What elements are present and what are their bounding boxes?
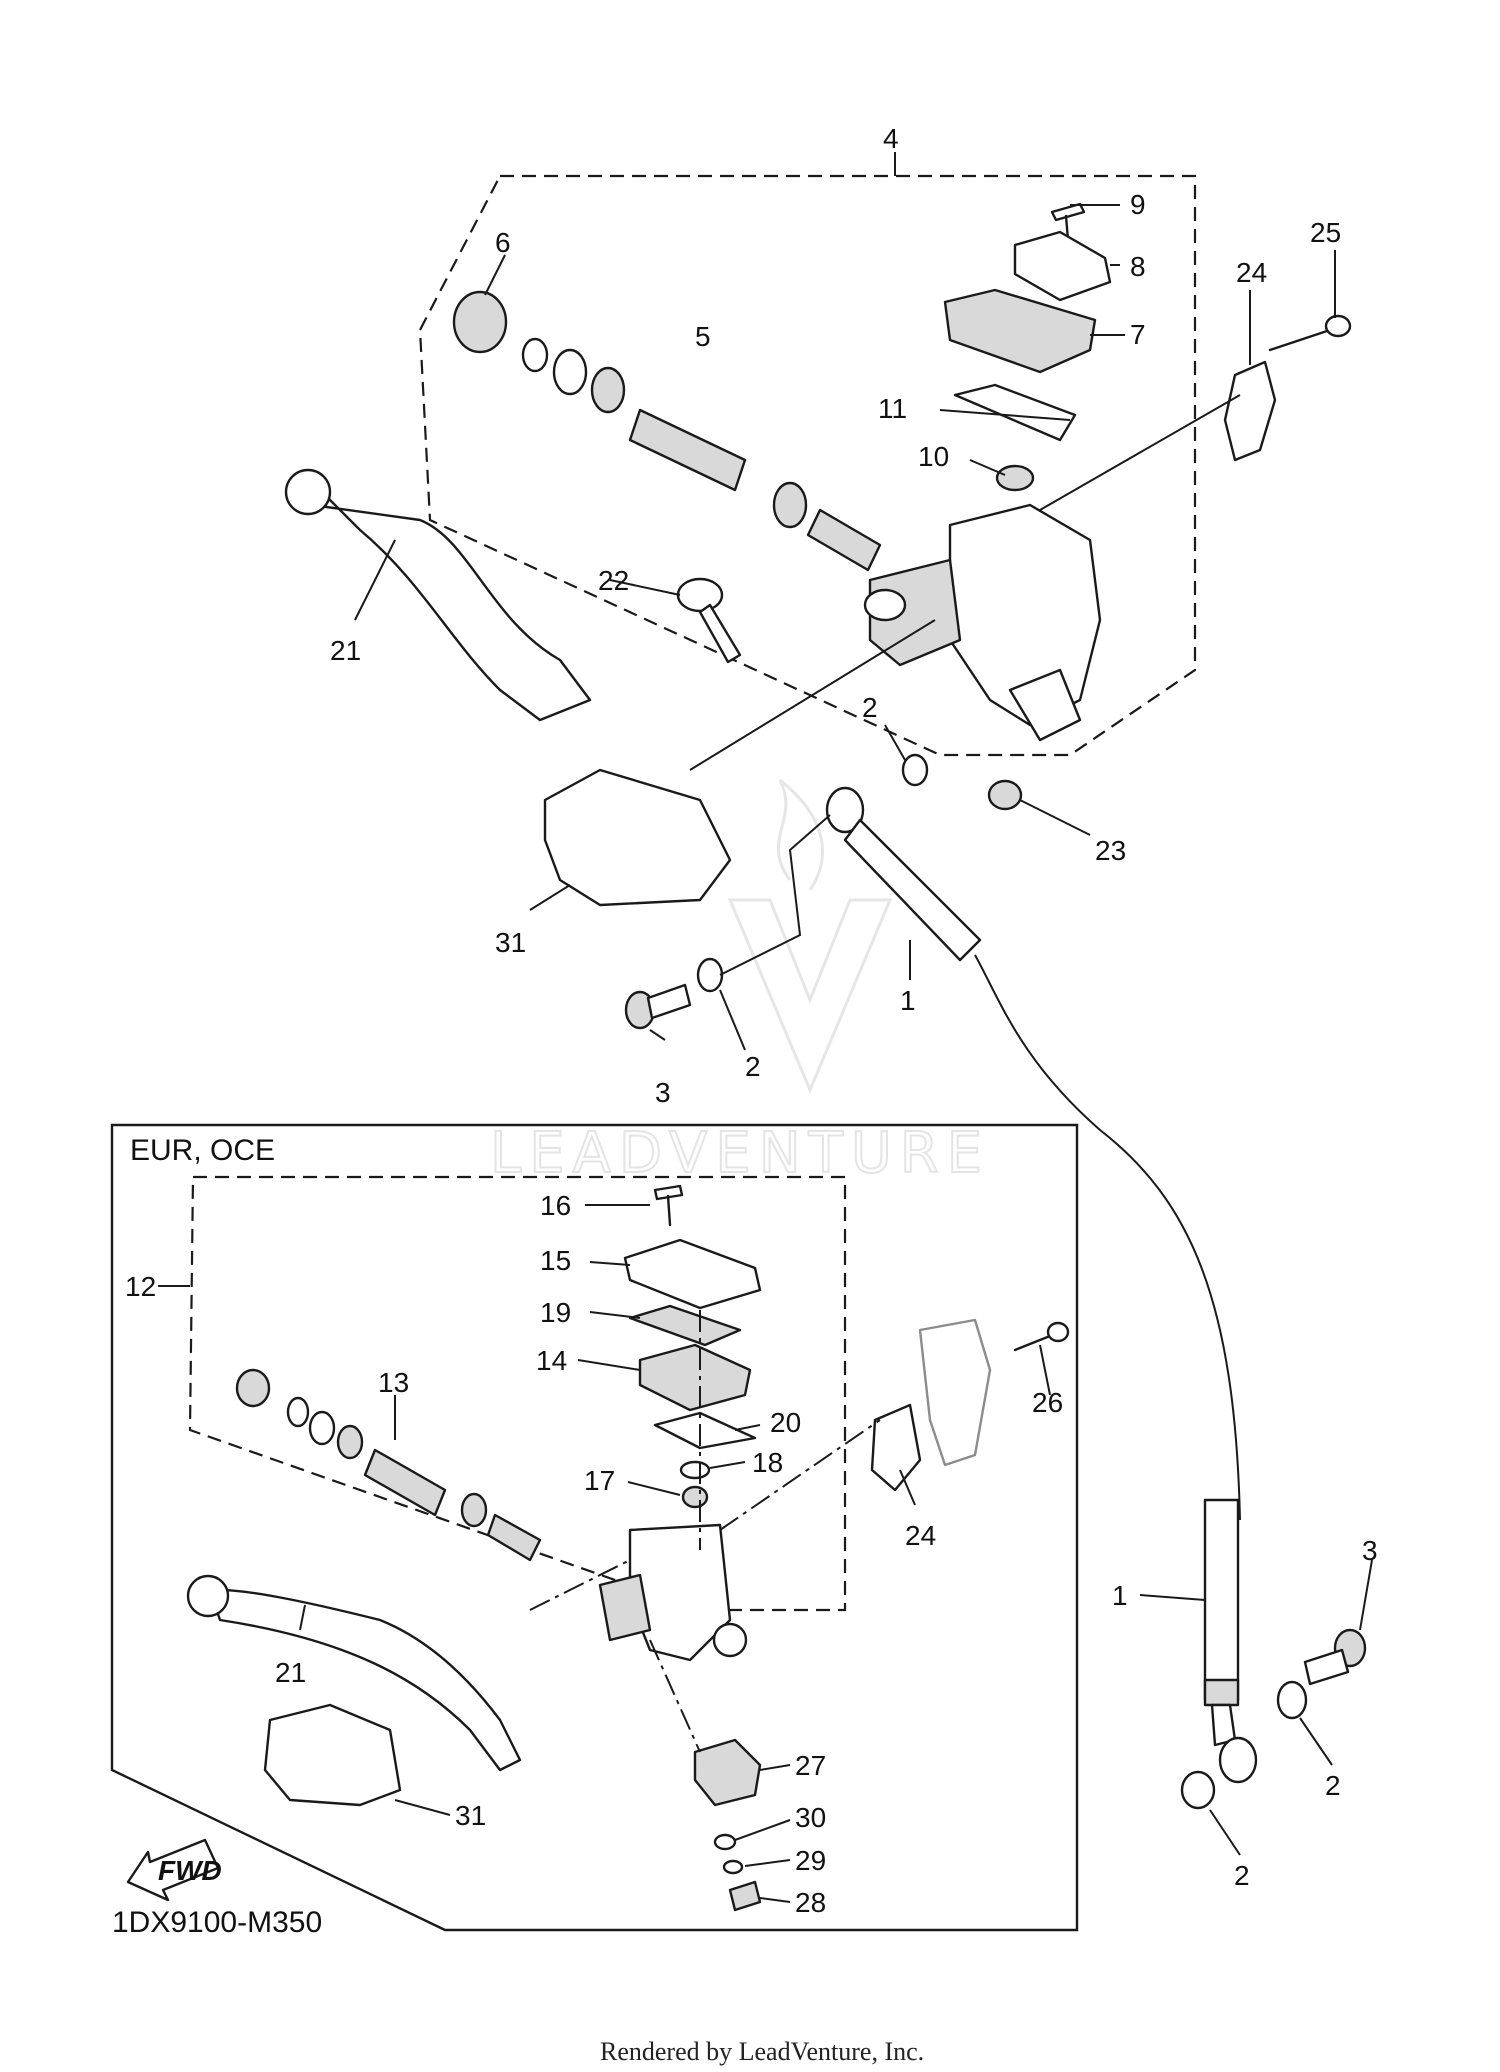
callout-20: 20 xyxy=(770,1407,801,1438)
callout-29: 29 xyxy=(795,1845,826,1876)
callout-2b: 2 xyxy=(745,1051,761,1082)
assembly-connector-lines xyxy=(529,1310,881,1753)
callout-21a: 21 xyxy=(330,635,361,666)
callout-30: 30 xyxy=(795,1802,826,1833)
master-cylinder-body xyxy=(863,503,1102,742)
callout-25: 25 xyxy=(1310,217,1341,248)
callout-labels: 4 9 8 7 11 10 6 5 24 25 22 21 31 2 23 1 … xyxy=(112,123,1378,2066)
callout-6: 6 xyxy=(495,227,511,258)
region-frame xyxy=(110,1123,1079,1932)
plate-20 xyxy=(653,1411,757,1450)
banjo-bolt-3-upper xyxy=(624,983,692,1030)
callout-19: 19 xyxy=(540,1297,571,1328)
callout-1a: 1 xyxy=(900,985,916,1016)
brake-hose-1-upper xyxy=(825,786,1241,1521)
nut-10 xyxy=(995,464,1035,492)
callout-31a: 31 xyxy=(495,927,526,958)
callout-22: 22 xyxy=(598,565,629,596)
pivot-pin-22 xyxy=(676,577,742,664)
assembly-12-boundary xyxy=(188,1175,847,1612)
screw-16 xyxy=(653,1184,684,1227)
callout-2d: 2 xyxy=(1234,1860,1250,1891)
master-cylinder-body-lower xyxy=(598,1523,748,1662)
nut-18 xyxy=(679,1460,711,1480)
callout-2a: 2 xyxy=(862,692,878,723)
switch-27 xyxy=(693,1738,762,1807)
assembly-4-boundary xyxy=(418,174,1197,757)
piston-kit-13 xyxy=(235,1368,542,1562)
washer-2-right xyxy=(1276,1680,1308,1720)
callout-18: 18 xyxy=(752,1447,783,1478)
lever-21-knob xyxy=(284,468,332,516)
brake-hose-1-lower xyxy=(1203,1498,1258,1784)
callout-24a: 24 xyxy=(1236,257,1267,288)
banjo-bolt-3-lower xyxy=(1303,1628,1367,1686)
washer-2-mid xyxy=(696,957,724,993)
nut-17 xyxy=(681,1485,709,1509)
callout-3a: 3 xyxy=(655,1077,671,1108)
callout-9: 9 xyxy=(1130,189,1146,220)
region-label: EUR, OCE xyxy=(130,1134,275,1167)
callout-12: 12 xyxy=(125,1271,156,1302)
callout-1b: 1 xyxy=(1112,1580,1128,1611)
holder-24-upper xyxy=(1223,360,1277,462)
callout-4: 4 xyxy=(883,123,899,154)
nut-23 xyxy=(987,779,1023,811)
bracket-31-upper xyxy=(543,768,732,907)
reservoir-cover-8 xyxy=(1013,230,1112,302)
washer-2-bottom xyxy=(1180,1770,1216,1810)
callout-10: 10 xyxy=(918,441,949,472)
piston-kit-5 xyxy=(521,337,882,572)
leader-lines xyxy=(158,152,1373,1903)
watermark: LEADVENTURE xyxy=(489,778,990,1187)
watermark-text: LEADVENTURE xyxy=(490,1121,990,1186)
lever-21-lower xyxy=(208,1588,522,1772)
fwd-label: FWD xyxy=(158,1855,222,1886)
bolt-26 xyxy=(1013,1321,1070,1352)
callout-2c: 2 xyxy=(1325,1770,1341,1801)
boot-6 xyxy=(452,290,508,354)
callout-16: 16 xyxy=(540,1190,571,1221)
bolt-25 xyxy=(1268,314,1352,352)
callout-28: 28 xyxy=(795,1887,826,1918)
callout-24b: 24 xyxy=(905,1520,936,1551)
washer-2-upper xyxy=(901,753,929,787)
washer-29 xyxy=(722,1859,744,1875)
callout-14: 14 xyxy=(536,1345,567,1376)
drawing-code: 1DX9100-M350 xyxy=(112,1906,322,1939)
washer-30 xyxy=(713,1833,737,1851)
callout-31b: 31 xyxy=(455,1800,486,1831)
diaphragm-7 xyxy=(943,288,1097,374)
bracket-lower-right xyxy=(918,1318,992,1467)
lever-21-upper xyxy=(294,476,592,722)
callout-3b: 3 xyxy=(1362,1535,1378,1566)
callout-26: 26 xyxy=(1032,1387,1063,1418)
callout-11: 11 xyxy=(878,393,907,424)
callout-13: 13 xyxy=(378,1367,409,1398)
callout-23: 23 xyxy=(1095,835,1126,866)
reservoir-cover-15 xyxy=(623,1238,762,1310)
callout-27: 27 xyxy=(795,1750,826,1781)
callout-17: 17 xyxy=(584,1465,615,1496)
screw-28 xyxy=(728,1880,762,1912)
callout-7: 7 xyxy=(1130,319,1146,350)
holder-24-lower xyxy=(870,1403,922,1492)
callout-5: 5 xyxy=(695,321,711,352)
plate-11 xyxy=(953,383,1077,442)
fwd-arrow: FWD xyxy=(126,1838,222,1902)
diaphragm-14 xyxy=(638,1343,752,1412)
lever-21-lower-knob xyxy=(186,1574,230,1618)
callout-8: 8 xyxy=(1130,251,1146,282)
callout-21b: 21 xyxy=(275,1657,306,1688)
bracket-31-lower xyxy=(263,1703,402,1807)
footer-credit: Rendered by LeadVenture, Inc. xyxy=(600,2037,924,2066)
callout-15: 15 xyxy=(540,1245,571,1276)
plate-19 xyxy=(628,1304,742,1347)
